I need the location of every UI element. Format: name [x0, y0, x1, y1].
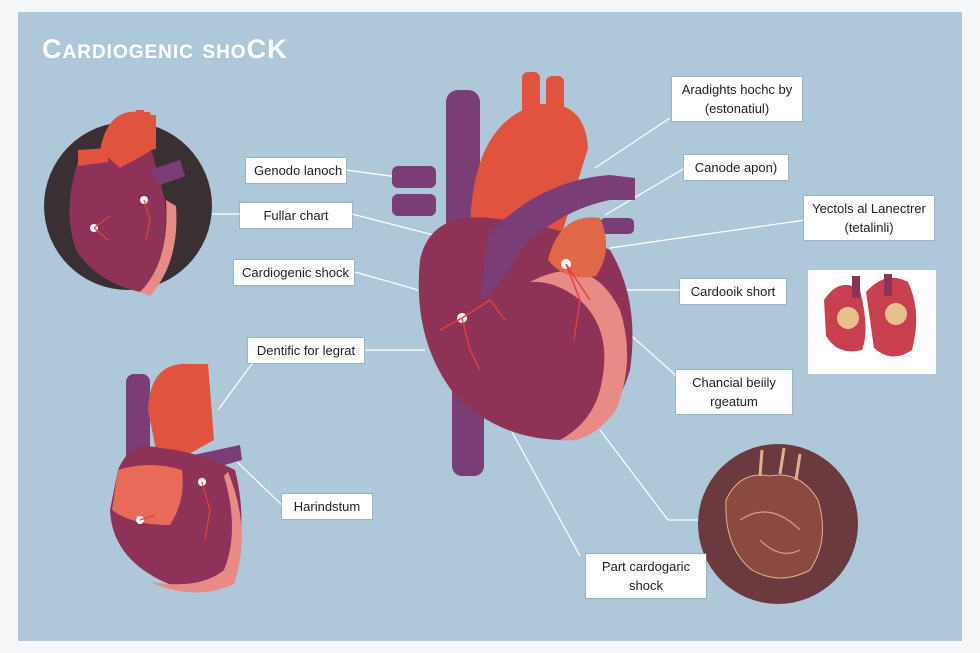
- label-dentific-text: Dentific for legrat: [256, 343, 356, 358]
- label-cardooik-text: Cardooik short: [690, 284, 776, 299]
- label-fullar-text: Fullar chart: [263, 208, 329, 223]
- label-dentific: Dentific for legrat: [248, 338, 364, 363]
- label-aradights-line2: (estonatiul): [704, 101, 770, 116]
- label-cardiogenic-text: Cardiogenic shock: [242, 265, 349, 280]
- label-part: Part cardogaric shock: [586, 554, 706, 598]
- label-genodo-text: Genodo lanoch: [254, 163, 343, 178]
- label-part-line1: Part cardogaric: [601, 559, 691, 574]
- label-yectols-line1: Yectols al Lanectrer: [812, 201, 926, 216]
- label-canode-text: Canode apon): [694, 160, 778, 175]
- heart-bottom-left: [110, 363, 242, 593]
- label-fullar: Fullar chart: [240, 203, 352, 228]
- label-part-line2: shock: [629, 578, 663, 593]
- heart-circle-bottom-right: [698, 444, 858, 604]
- heart-inset-right: [808, 270, 936, 374]
- label-harindstum: Harindstum: [282, 494, 372, 519]
- label-harindstum-text: Harindstum: [293, 499, 361, 514]
- heart-main: [392, 72, 635, 476]
- heart-circle-top-left: [44, 110, 212, 296]
- label-chancial-line1: Chancial beiily: [692, 375, 776, 390]
- label-genodo: Genodo lanoch: [246, 158, 346, 183]
- label-yectols: Yectols al Lanectrer (tetalinli): [804, 196, 934, 240]
- label-chancial-line2: rgeatum: [710, 394, 758, 409]
- label-canode: Canode apon): [684, 155, 788, 180]
- label-cardooik: Cardooik short: [680, 279, 786, 304]
- label-chancial: Chancial beiily rgeatum: [676, 370, 792, 414]
- label-cardiogenic: Cardiogenic shock: [234, 260, 354, 285]
- label-aradights: Aradights hochc by (estonatiul): [672, 77, 802, 121]
- page-title: Cardiogenic shoCK: [42, 34, 288, 64]
- label-aradights-line1: Aradights hochc by: [681, 82, 793, 97]
- label-yectols-line2: (tetalinli): [844, 220, 894, 235]
